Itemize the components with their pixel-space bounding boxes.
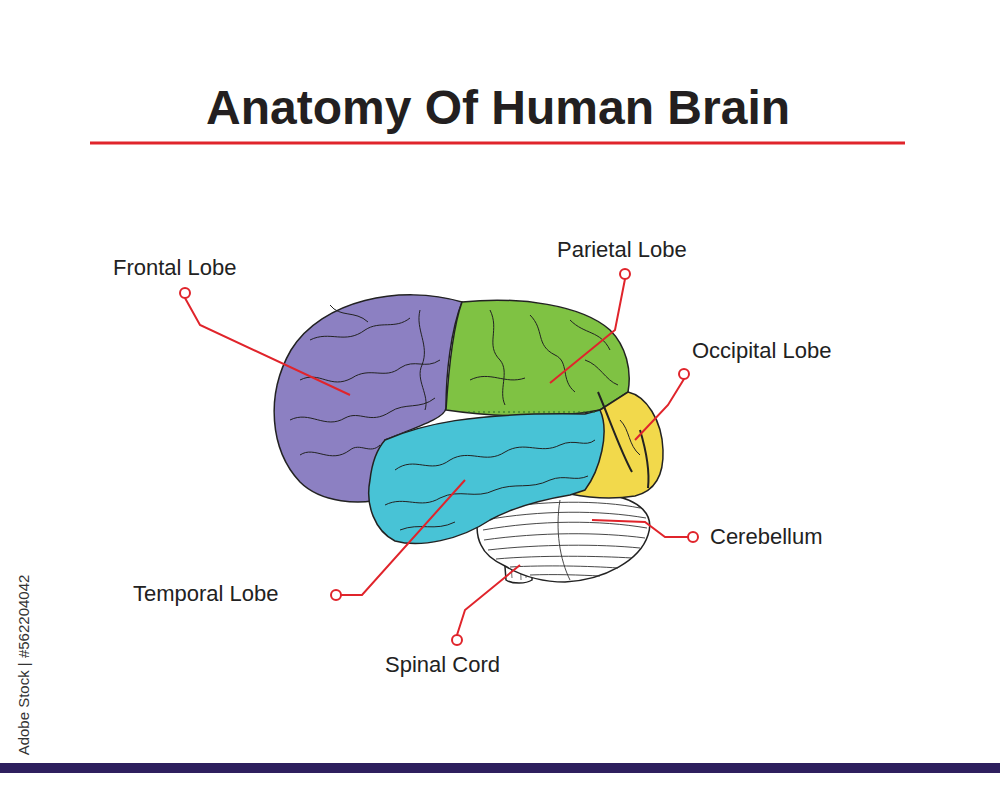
lobe-boundary: [468, 412, 598, 413]
bottom-bar: [0, 763, 1000, 773]
watermark: Adobe Stock | #562204042: [15, 575, 33, 756]
gyri-lines: [290, 305, 640, 530]
part-label: Spinal Cord: [385, 652, 500, 678]
occipital-sulci: [598, 392, 649, 488]
part-label: Parietal Lobe: [557, 237, 687, 263]
part-label: Temporal Lobe: [133, 581, 279, 607]
temporal-lobe-shape: [369, 410, 604, 543]
part-label: Cerebellum: [710, 524, 823, 550]
part-label: Frontal Lobe: [113, 255, 237, 281]
diagram-title: Anatomy Of Human Brain: [206, 80, 790, 136]
title-underline: [90, 142, 905, 145]
part-label: Occipital Lobe: [692, 338, 831, 364]
